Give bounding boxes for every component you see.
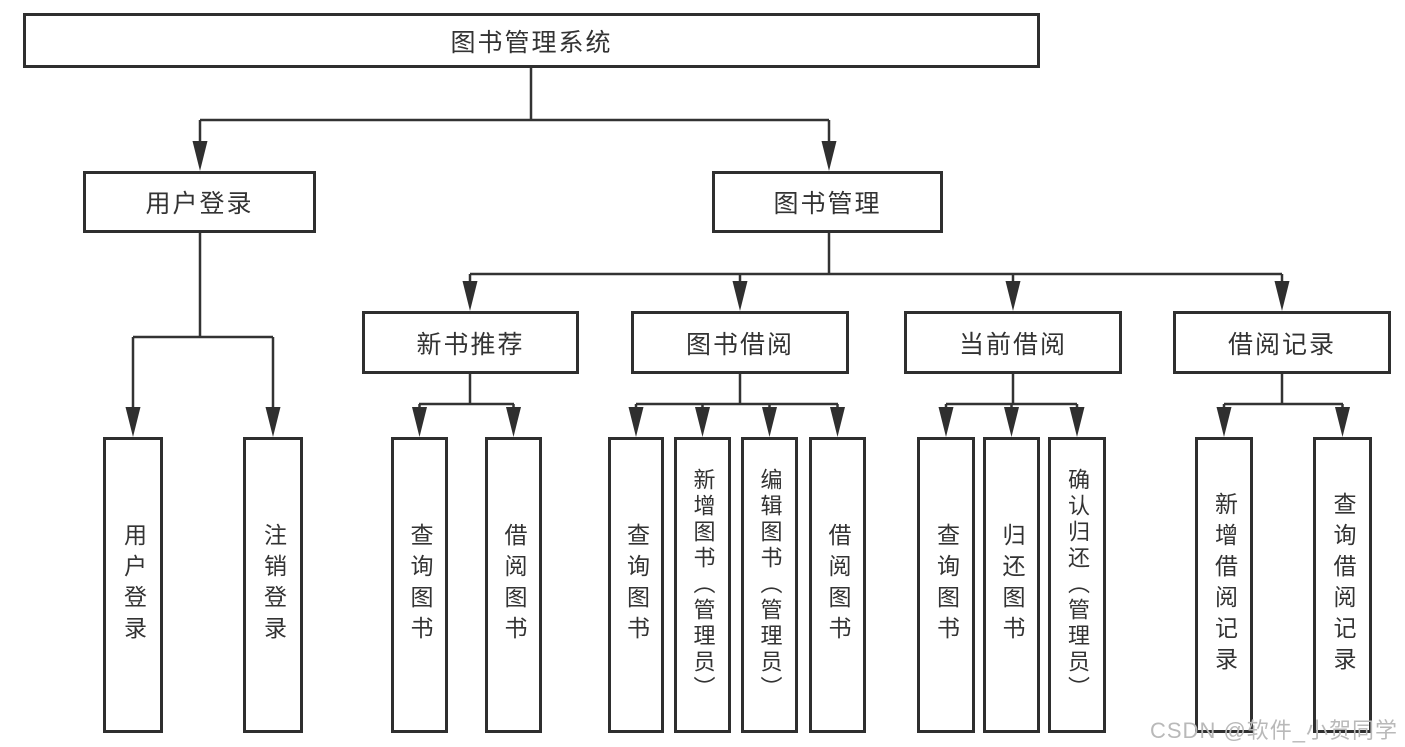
arrowhead-icon	[821, 141, 837, 171]
leaf-user-login: 用户登录	[103, 437, 163, 733]
arrowhead-icon	[1335, 407, 1350, 437]
arrowhead-icon	[412, 407, 427, 437]
arrowhead-icon	[1274, 281, 1290, 311]
connector-borrowing-records-children	[1216, 374, 1350, 437]
node-root: 图书管理系统	[23, 13, 1040, 68]
arrowhead-icon	[938, 407, 954, 437]
arrowhead-icon	[265, 407, 281, 437]
connector-book-management-children	[462, 233, 1290, 311]
leaf-add-borrow-record: 新增借阅记录	[1195, 437, 1253, 733]
leaf-query-books-borrowing: 查询图书	[608, 437, 664, 733]
connector-current-borrowing-children	[938, 374, 1085, 437]
leaf-borrow-books: 借阅图书	[809, 437, 866, 733]
leaf-confirm-return-admin: 确认归还（管理员）	[1048, 437, 1106, 733]
arrowhead-icon	[125, 407, 141, 437]
node-book-management: 图书管理	[712, 171, 943, 233]
node-new-book-recommend: 新书推荐	[362, 311, 579, 374]
arrowhead-icon	[506, 407, 521, 437]
connector-root-to-level2	[192, 68, 837, 171]
leaf-return-books: 归还图书	[983, 437, 1040, 733]
leaf-query-borrow-record: 查询借阅记录	[1313, 437, 1372, 733]
leaf-logout: 注销登录	[243, 437, 303, 733]
node-book-borrowing: 图书借阅	[631, 311, 849, 374]
connector-new-book-recommend-children	[412, 374, 521, 437]
connector-user-login-children	[125, 233, 281, 437]
arrowhead-icon	[1004, 407, 1019, 437]
arrowhead-icon	[1069, 407, 1085, 437]
leaf-query-books-current: 查询图书	[917, 437, 975, 733]
arrowhead-icon	[1216, 407, 1232, 437]
arrowhead-icon	[695, 407, 710, 437]
leaf-edit-books-admin: 编辑图书（管理员）	[741, 437, 798, 733]
connector-book-borrowing-children	[628, 374, 845, 437]
leaf-borrow-books-recommend: 借阅图书	[485, 437, 542, 733]
csdn-watermark: CSDN @软件_小贺同学	[1150, 718, 1399, 743]
arrowhead-icon	[830, 407, 845, 437]
arrowhead-icon	[462, 281, 478, 311]
arrowhead-icon	[192, 141, 208, 171]
arrowhead-icon	[1005, 281, 1021, 311]
leaf-query-books-recommend: 查询图书	[391, 437, 448, 733]
arrowhead-icon	[732, 281, 748, 311]
node-borrowing-records: 借阅记录	[1173, 311, 1391, 374]
node-current-borrowing: 当前借阅	[904, 311, 1122, 374]
leaf-add-books-admin: 新增图书（管理员）	[674, 437, 731, 733]
arrowhead-icon	[762, 407, 777, 437]
arrowhead-icon	[628, 407, 644, 437]
node-user-login: 用户登录	[83, 171, 316, 233]
